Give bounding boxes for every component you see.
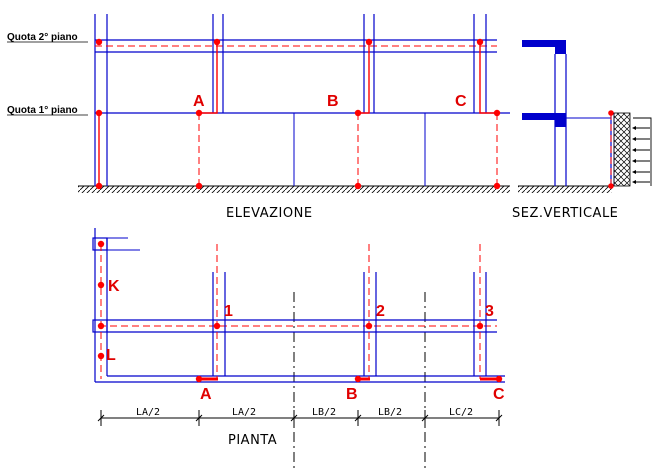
section-node [608,183,614,189]
plan-node-2 [365,322,373,330]
level-second-label: Quota 2° piano [7,32,78,43]
dimension-label: LC/2 [449,407,473,418]
point-b-plan: B [346,386,358,403]
crank-b [358,42,370,114]
section-roof-slab [522,40,566,47]
plan-node-l [97,352,105,360]
plan-node-3 [476,322,484,330]
plan-mid-column [92,319,108,333]
plan-node [97,322,105,330]
section-arrowheads [632,126,636,184]
dimension-label: LB/2 [312,407,336,418]
point-3: 3 [485,303,494,320]
point-1: 1 [224,303,233,320]
node [493,182,501,190]
plan-node-c [495,375,503,383]
node [95,182,103,190]
section-view: SEZ.VERTICALE [512,40,652,221]
dimension-label: LA/2 [232,407,256,418]
plan-title: PIANTA [228,433,277,448]
point-2: 2 [376,303,385,320]
node [476,38,484,46]
elevation-view: Quota 2° piano Quota 1° piano A B C ELEV… [7,14,510,221]
node [95,109,103,117]
point-b-elevation: B [327,93,339,110]
plan-node-k [97,281,105,289]
section-floor-beam [555,113,566,127]
plan-node-b [354,375,362,383]
dimension-label: LB/2 [378,407,402,418]
point-c-plan: C [493,386,505,403]
point-k: K [108,278,120,295]
section-soil [613,112,631,187]
crank-c [479,42,497,114]
node [354,182,362,190]
point-a-plan: A [200,386,212,403]
elevation-title: ELEVAZIONE [226,206,313,221]
node [95,38,103,46]
plan-top-column [92,237,108,251]
plan-node-a [195,375,203,383]
level-first-label: Quota 1° piano [7,105,78,116]
section-node [608,110,614,116]
plan-node [97,240,105,248]
node [213,38,221,46]
point-l: L [106,347,116,364]
node [195,182,203,190]
point-a-elevation: A [193,93,205,110]
crank-left [98,112,102,186]
node [493,109,501,117]
section-ground-hatch [518,186,612,193]
plan-view: K L 1 2 3 A B C LA/2 LA/2 LB/2 LB/2 LC/2 [92,228,505,470]
node [365,38,373,46]
plan-node-1 [213,322,221,330]
section-roof-beam [555,40,566,54]
node [195,109,203,117]
crank-a [199,42,218,114]
section-floor-slab [522,113,566,120]
dimension-label: LA/2 [136,407,160,418]
section-title: SEZ.VERTICALE [512,206,618,221]
node [354,109,362,117]
point-c-elevation: C [455,93,467,110]
dimension-line [97,410,503,426]
ground-hatch [78,186,510,193]
